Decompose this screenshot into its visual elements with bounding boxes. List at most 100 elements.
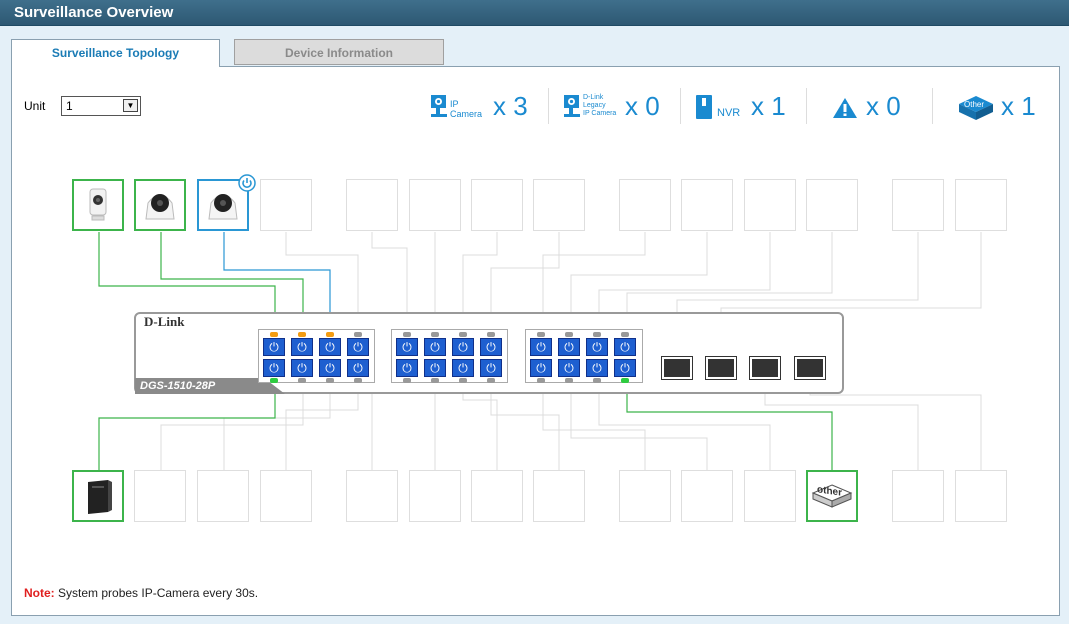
device-slot-empty xyxy=(955,179,1007,231)
poe-port[interactable]: ⏻ xyxy=(480,338,502,356)
divider xyxy=(806,88,807,124)
device-slot-empty xyxy=(619,470,671,522)
device-box-nvr[interactable] xyxy=(72,470,124,522)
poe-port[interactable]: ⏻ xyxy=(396,359,418,377)
device-slot-empty xyxy=(260,470,312,522)
poe-port[interactable]: ⏻ xyxy=(558,338,580,356)
poe-port[interactable]: ⏻ xyxy=(614,359,636,377)
warning-count: x 0 xyxy=(866,91,901,121)
dome-camera-icon xyxy=(208,194,238,220)
ip-camera-icon xyxy=(431,95,447,117)
warning-icon xyxy=(833,98,857,118)
other-device-icon xyxy=(959,96,993,120)
poe-port[interactable]: ⏻ xyxy=(396,338,418,356)
device-slot-empty xyxy=(260,179,312,231)
poe-port[interactable]: ⏻ xyxy=(530,338,552,356)
switch-model: DGS-1510-28P xyxy=(135,378,285,394)
device-slot-empty xyxy=(346,470,398,522)
port-status-led xyxy=(298,332,306,337)
tab-surveillance-topology[interactable]: Surveillance Topology xyxy=(11,39,220,67)
summary-legacy-ip-camera: D-Link Legacy IP Camera x 0 xyxy=(563,88,663,128)
device-slot-empty xyxy=(533,470,585,522)
port-status-led xyxy=(326,378,334,383)
port-status-led xyxy=(565,332,573,337)
ip-camera-label-2: Camera xyxy=(450,109,483,119)
note-text: System probes IP-Camera every 30s. xyxy=(58,586,259,600)
device-slot-empty xyxy=(134,470,186,522)
note: Note: System probes IP-Camera every 30s. xyxy=(24,586,258,600)
port-status-led xyxy=(593,332,601,337)
port-status-led xyxy=(593,378,601,383)
poe-port[interactable]: ⏻ xyxy=(452,359,474,377)
legacy-label-1: D-Link xyxy=(583,94,604,101)
note-prefix: Note: xyxy=(24,586,55,600)
device-box-ip-camera[interactable] xyxy=(134,179,186,231)
port-status-led xyxy=(565,378,573,383)
summary-nvr: NVR x 1 xyxy=(695,88,795,128)
unit-select[interactable]: 1 ▼ xyxy=(61,96,141,116)
poe-port[interactable]: ⏻ xyxy=(586,338,608,356)
sfp-port[interactable] xyxy=(661,356,693,380)
dlink-legacy-ip-camera-icon xyxy=(564,95,580,117)
poe-port[interactable]: ⏻ xyxy=(480,359,502,377)
nvr-label: NVR xyxy=(717,107,741,119)
device-slot-empty xyxy=(681,179,733,231)
cube-camera-icon xyxy=(89,188,107,221)
poe-port[interactable]: ⏻ xyxy=(347,359,369,377)
other-count: x 1 xyxy=(1001,91,1036,121)
sfp-port[interactable] xyxy=(749,356,781,380)
device-slot-empty xyxy=(409,470,461,522)
port-status-led xyxy=(431,332,439,337)
device-box-other[interactable]: other xyxy=(806,470,858,522)
legacy-label-3: IP Camera xyxy=(583,110,617,117)
device-slot-empty xyxy=(197,470,249,522)
port-status-led xyxy=(298,378,306,383)
poe-port[interactable]: ⏻ xyxy=(263,338,285,356)
summary-warning: x 0 xyxy=(832,88,912,128)
device-slot-empty xyxy=(681,470,733,522)
sfp-port[interactable] xyxy=(794,356,826,380)
poe-port[interactable]: ⏻ xyxy=(291,338,313,356)
tab-device-information[interactable]: Device Information xyxy=(234,39,444,65)
poe-port[interactable]: ⏻ xyxy=(347,338,369,356)
divider xyxy=(932,88,933,124)
device-slot-empty xyxy=(533,179,585,231)
legacy-label-2: Legacy xyxy=(583,102,606,109)
poe-port[interactable]: ⏻ xyxy=(614,338,636,356)
port-status-led xyxy=(537,378,545,383)
poe-port[interactable]: ⏻ xyxy=(586,359,608,377)
chevron-down-icon[interactable]: ▼ xyxy=(123,99,138,112)
sfp-port[interactable] xyxy=(705,356,737,380)
unit-select-value: 1 xyxy=(66,99,73,113)
page-title: Surveillance Overview xyxy=(14,4,174,21)
device-slot-empty xyxy=(471,179,523,231)
poe-port[interactable]: ⏻ xyxy=(558,359,580,377)
switch-brand-logo: D-Link xyxy=(144,314,185,329)
port-status-led xyxy=(459,332,467,337)
poe-port[interactable]: ⏻ xyxy=(424,338,446,356)
poe-port[interactable]: ⏻ xyxy=(319,338,341,356)
device-slot-empty xyxy=(892,179,944,231)
poe-port[interactable]: ⏻ xyxy=(530,359,552,377)
dome-camera-icon xyxy=(145,194,175,220)
nvr-device-icon xyxy=(88,480,112,514)
poe-port[interactable]: ⏻ xyxy=(291,359,313,377)
title-bar: Surveillance Overview xyxy=(0,0,1069,26)
port-status-led xyxy=(354,332,362,337)
divider xyxy=(680,88,681,124)
port-status-led xyxy=(354,378,362,383)
device-slot-empty xyxy=(619,179,671,231)
port-status-led xyxy=(621,378,629,383)
power-icon[interactable] xyxy=(238,174,256,192)
poe-port[interactable]: ⏻ xyxy=(424,359,446,377)
other-label: Other xyxy=(964,100,985,109)
port-status-led xyxy=(487,332,495,337)
ip-camera-count: x 3 xyxy=(493,91,528,121)
device-slot-empty xyxy=(892,470,944,522)
poe-port[interactable]: ⏻ xyxy=(452,338,474,356)
poe-port[interactable]: ⏻ xyxy=(319,359,341,377)
device-box-ip-camera[interactable] xyxy=(72,179,124,231)
port-status-led xyxy=(537,332,545,337)
poe-port[interactable]: ⏻ xyxy=(263,359,285,377)
